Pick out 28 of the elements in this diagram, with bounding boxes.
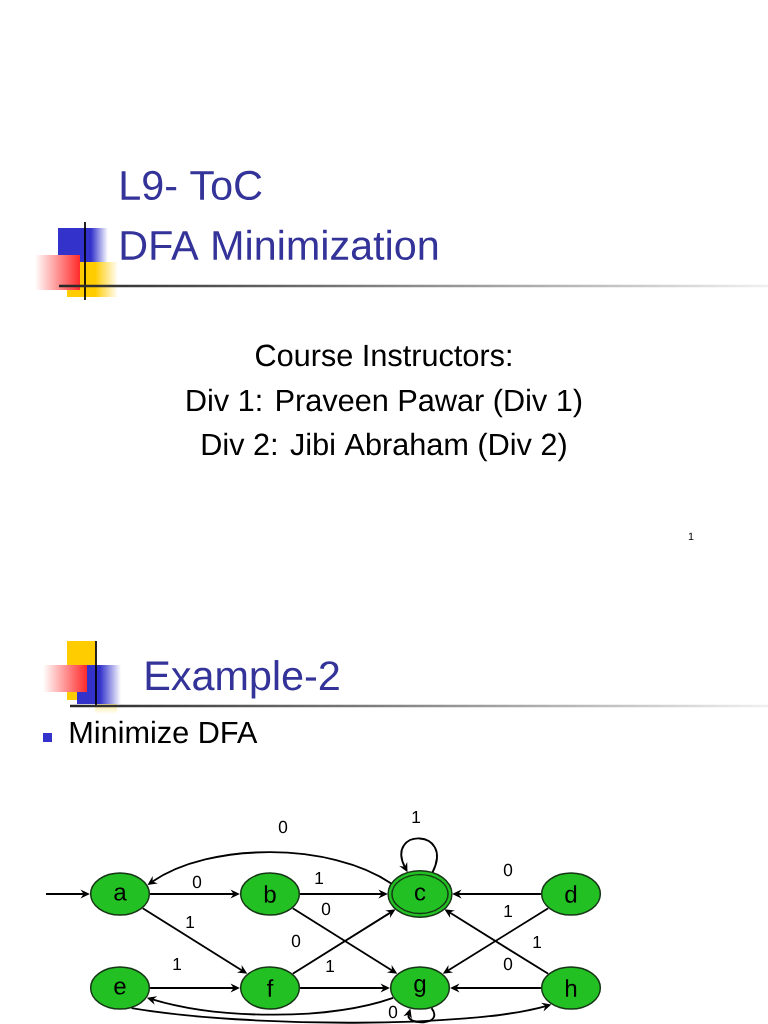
accepting-state: c bbox=[387, 870, 453, 918]
edge-label: 1 bbox=[170, 956, 184, 972]
edge-label: 0 bbox=[289, 933, 303, 949]
state-node: b bbox=[239, 872, 301, 916]
state-node: e bbox=[89, 966, 151, 1010]
edge-label: 1 bbox=[530, 934, 544, 950]
edge-label: 0 bbox=[501, 956, 515, 972]
slide-title: Example-2 bbox=[146, 660, 339, 699]
state-node: a bbox=[89, 872, 151, 916]
edge-label: 1 bbox=[323, 958, 337, 974]
edge-label: 0 bbox=[319, 901, 333, 917]
edge-label: 1 bbox=[183, 914, 197, 930]
edge-label: 0 bbox=[276, 819, 290, 835]
slide-title: L9- ToC DFA Minimization bbox=[121, 170, 438, 261]
subtitle-text: Course Instructors: bbox=[256, 344, 511, 367]
loop-arrow bbox=[403, 1007, 436, 1024]
page-number: 1 bbox=[688, 532, 694, 540]
subtitle-text: Div 1: Praveen Pawar (Div 1) bbox=[187, 388, 582, 418]
edge-label: 1 bbox=[501, 903, 515, 919]
edge-label: 1 bbox=[409, 809, 423, 825]
state-node: h bbox=[540, 966, 602, 1010]
edge-label: 1 bbox=[312, 870, 326, 886]
state-node: f bbox=[239, 966, 301, 1010]
bullet-text: Minimize DFA bbox=[70, 720, 258, 744]
state-node: d bbox=[540, 872, 602, 916]
subtitle-text: Div 2: Jibi Abraham (Div 2) bbox=[202, 432, 566, 462]
edge-label: 0 bbox=[190, 874, 204, 890]
edge-label: 0 bbox=[501, 862, 515, 878]
